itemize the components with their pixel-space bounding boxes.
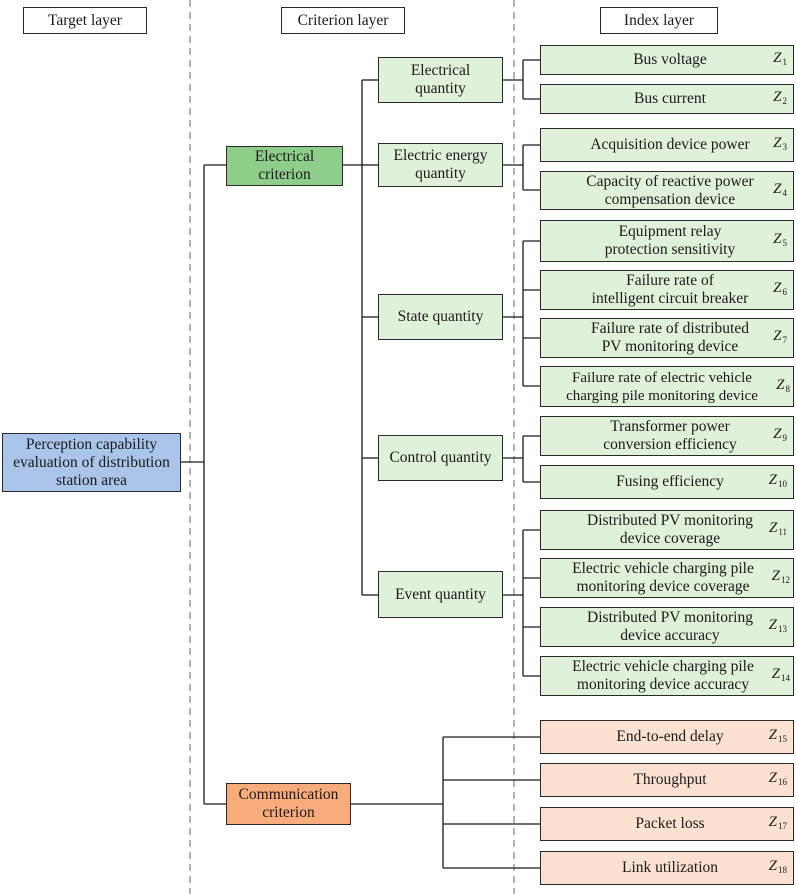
index-symbol: Z17 [768,814,787,831]
index-z16: Throughput Z16 [540,763,794,797]
index-z2: Bus current Z2 [540,84,794,114]
index-z1: Bus voltage Z1 [540,45,794,75]
index-label: Packet loss [635,815,705,832]
index-z9: Transformer power conversion efficiency … [540,416,794,456]
index-symbol: Z7 [773,328,787,345]
index-symbol: Z15 [768,727,787,744]
index-z12: Electric vehicle charging pile monitorin… [540,558,794,598]
index-z18: Link utilization Z18 [540,851,794,885]
index-label: Acquisition device power [590,136,750,153]
header-criterion-layer: Criterion layer [281,7,405,34]
index-label: Distributed PV monitoring device accurac… [587,609,753,644]
index-label: Transformer power conversion efficiency [603,418,737,453]
index-symbol: Z13 [768,617,787,634]
target-node: Perception capability evaluation of dist… [2,433,181,492]
subcriterion-event-quantity: Event quantity [378,571,503,618]
index-symbol: Z18 [768,858,787,875]
header-index-layer: Index layer [600,7,718,34]
index-label: Electric vehicle charging pile monitorin… [572,658,754,693]
index-label: Bus current [634,90,706,107]
index-label: Electric vehicle charging pile monitorin… [572,560,754,595]
index-z3: Acquisition device power Z3 [540,128,794,162]
index-symbol: Z2 [773,89,787,106]
subcriterion-electric-energy-quantity: Electric energy quantity [378,143,503,187]
subcriterion-control-quantity: Control quantity [378,435,503,481]
index-symbol: Z5 [773,231,787,248]
index-label: End-to-end delay [616,728,724,745]
subcriterion-electrical-quantity: Electrical quantity [378,57,503,103]
index-label: Link utilization [622,859,718,876]
index-label: Equipment relay protection sensitivity [604,223,736,258]
criterion-electrical: Electrical criterion [226,146,343,186]
index-z4: Capacity of reactive power compensation … [540,171,794,210]
index-label: Failure rate of electric vehicle chargin… [566,369,758,404]
index-z13: Distributed PV monitoring device accurac… [540,607,794,647]
index-z6: Failure rate of intelligent circuit brea… [540,270,794,310]
index-label: Bus voltage [633,51,707,68]
index-z11: Distributed PV monitoring device coverag… [540,510,794,550]
index-z8: Failure rate of electric vehicle chargin… [540,366,794,407]
index-symbol: Z4 [773,180,787,198]
index-label: Fusing efficiency [616,473,724,490]
index-symbol: Z12 [771,568,790,585]
index-symbol: Z8 [776,376,790,394]
index-label: Throughput [633,771,707,788]
index-symbol: Z6 [773,280,787,297]
index-z15: End-to-end delay Z15 [540,720,794,754]
index-symbol: Z10 [768,472,787,489]
index-symbol: Z11 [768,520,787,537]
subcriterion-state-quantity: State quantity [378,294,503,340]
header-target-layer: Target layer [23,7,147,34]
index-symbol: Z1 [773,50,787,67]
index-label: Failure rate of distributed PV monitorin… [591,320,749,355]
index-symbol: Z16 [768,770,787,787]
criterion-communication: Communication criterion [226,783,351,825]
index-label: Failure rate of intelligent circuit brea… [591,272,749,307]
index-z7: Failure rate of distributed PV monitorin… [540,318,794,358]
index-symbol: Z3 [773,135,787,152]
index-z5: Equipment relay protection sensitivity Z… [540,220,794,262]
index-symbol: Z9 [773,426,787,443]
index-label: Distributed PV monitoring device coverag… [587,512,753,547]
index-z14: Electric vehicle charging pile monitorin… [540,656,794,696]
index-z17: Packet loss Z17 [540,807,794,841]
index-label: Capacity of reactive power compensation … [586,172,754,208]
index-symbol: Z14 [771,666,790,683]
index-z10: Fusing efficiency Z10 [540,465,794,499]
